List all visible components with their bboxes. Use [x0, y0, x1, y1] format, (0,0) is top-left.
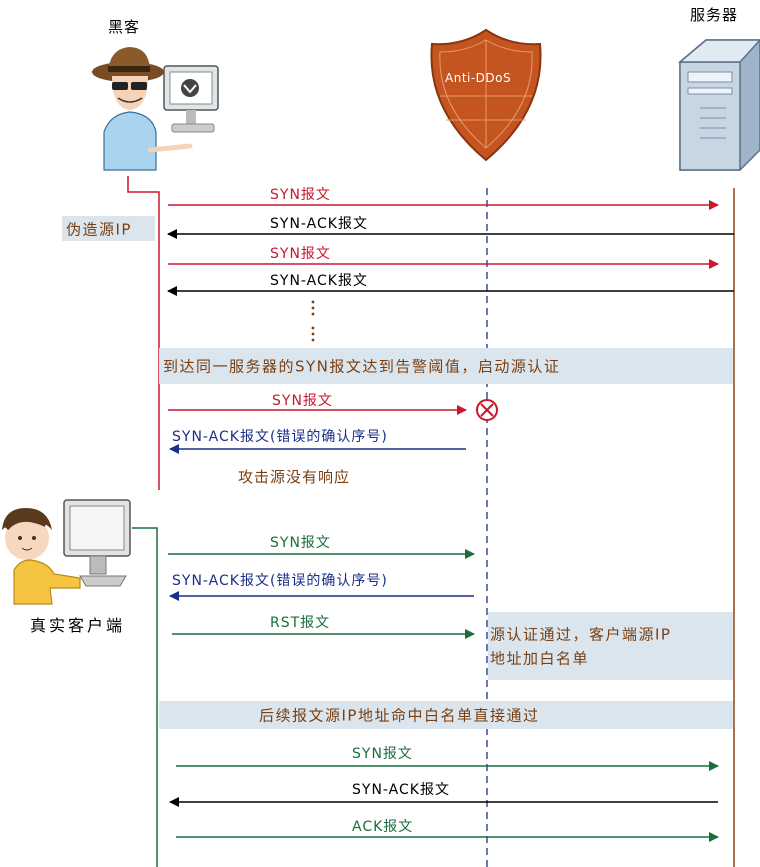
hacker-label: 黑客	[108, 18, 141, 36]
auth-pass-line2: 地址加白名单	[490, 649, 590, 668]
server-label: 服务器	[690, 6, 739, 24]
message-label-8: SYN-ACK报文(错误的确认序号)	[172, 573, 388, 589]
hacker-icon	[92, 47, 219, 171]
server-icon	[677, 39, 760, 171]
auth-pass-line1: 源认证通过，客户端源IP	[490, 625, 672, 644]
shield-icon	[430, 28, 542, 162]
message-label-3: SYN报文	[270, 246, 331, 262]
message-arrows	[167, 200, 734, 842]
continuation-dots	[311, 300, 315, 342]
lifelines	[127, 176, 735, 867]
message-label-7: SYN报文	[270, 535, 331, 551]
auth-pass-note: 源认证通过，客户端源IP 地址加白名单	[488, 612, 733, 680]
threshold-band: 到达同一服务器的SYN报文达到告警阈值，启动源认证	[159, 348, 733, 384]
message-label-4: SYN-ACK报文	[270, 273, 368, 289]
client-lifeline	[132, 527, 158, 867]
message-label-6: SYN-ACK报文(错误的确认序号)	[172, 429, 388, 445]
client-icon	[2, 499, 131, 605]
message-label-11: SYN-ACK报文	[352, 782, 450, 798]
whitelist-band: 后续报文源IP地址命中白名单直接通过	[159, 701, 733, 729]
message-label-12: ACK报文	[352, 819, 414, 835]
shield-label: Anti-DDoS	[445, 71, 512, 85]
threshold-text: 到达同一服务器的SYN报文达到告警阈值，启动源认证	[163, 357, 561, 376]
whitelist-text: 后续报文源IP地址命中白名单直接通过	[259, 706, 540, 725]
no-response-note: 攻击源没有响应	[238, 468, 351, 486]
spoof-note-text: 伪造源IP	[66, 220, 132, 238]
message-label-5: SYN报文	[272, 393, 333, 409]
client-label: 真实客户端	[30, 616, 126, 635]
block-icon	[476, 399, 498, 421]
hacker-lifeline	[127, 176, 160, 490]
message-label-10: SYN报文	[352, 746, 413, 762]
message-label-1: SYN报文	[270, 187, 331, 203]
spoof-note: 伪造源IP	[62, 216, 155, 241]
message-label-2: SYN-ACK报文	[270, 216, 368, 232]
message-label-9: RST报文	[270, 615, 331, 631]
